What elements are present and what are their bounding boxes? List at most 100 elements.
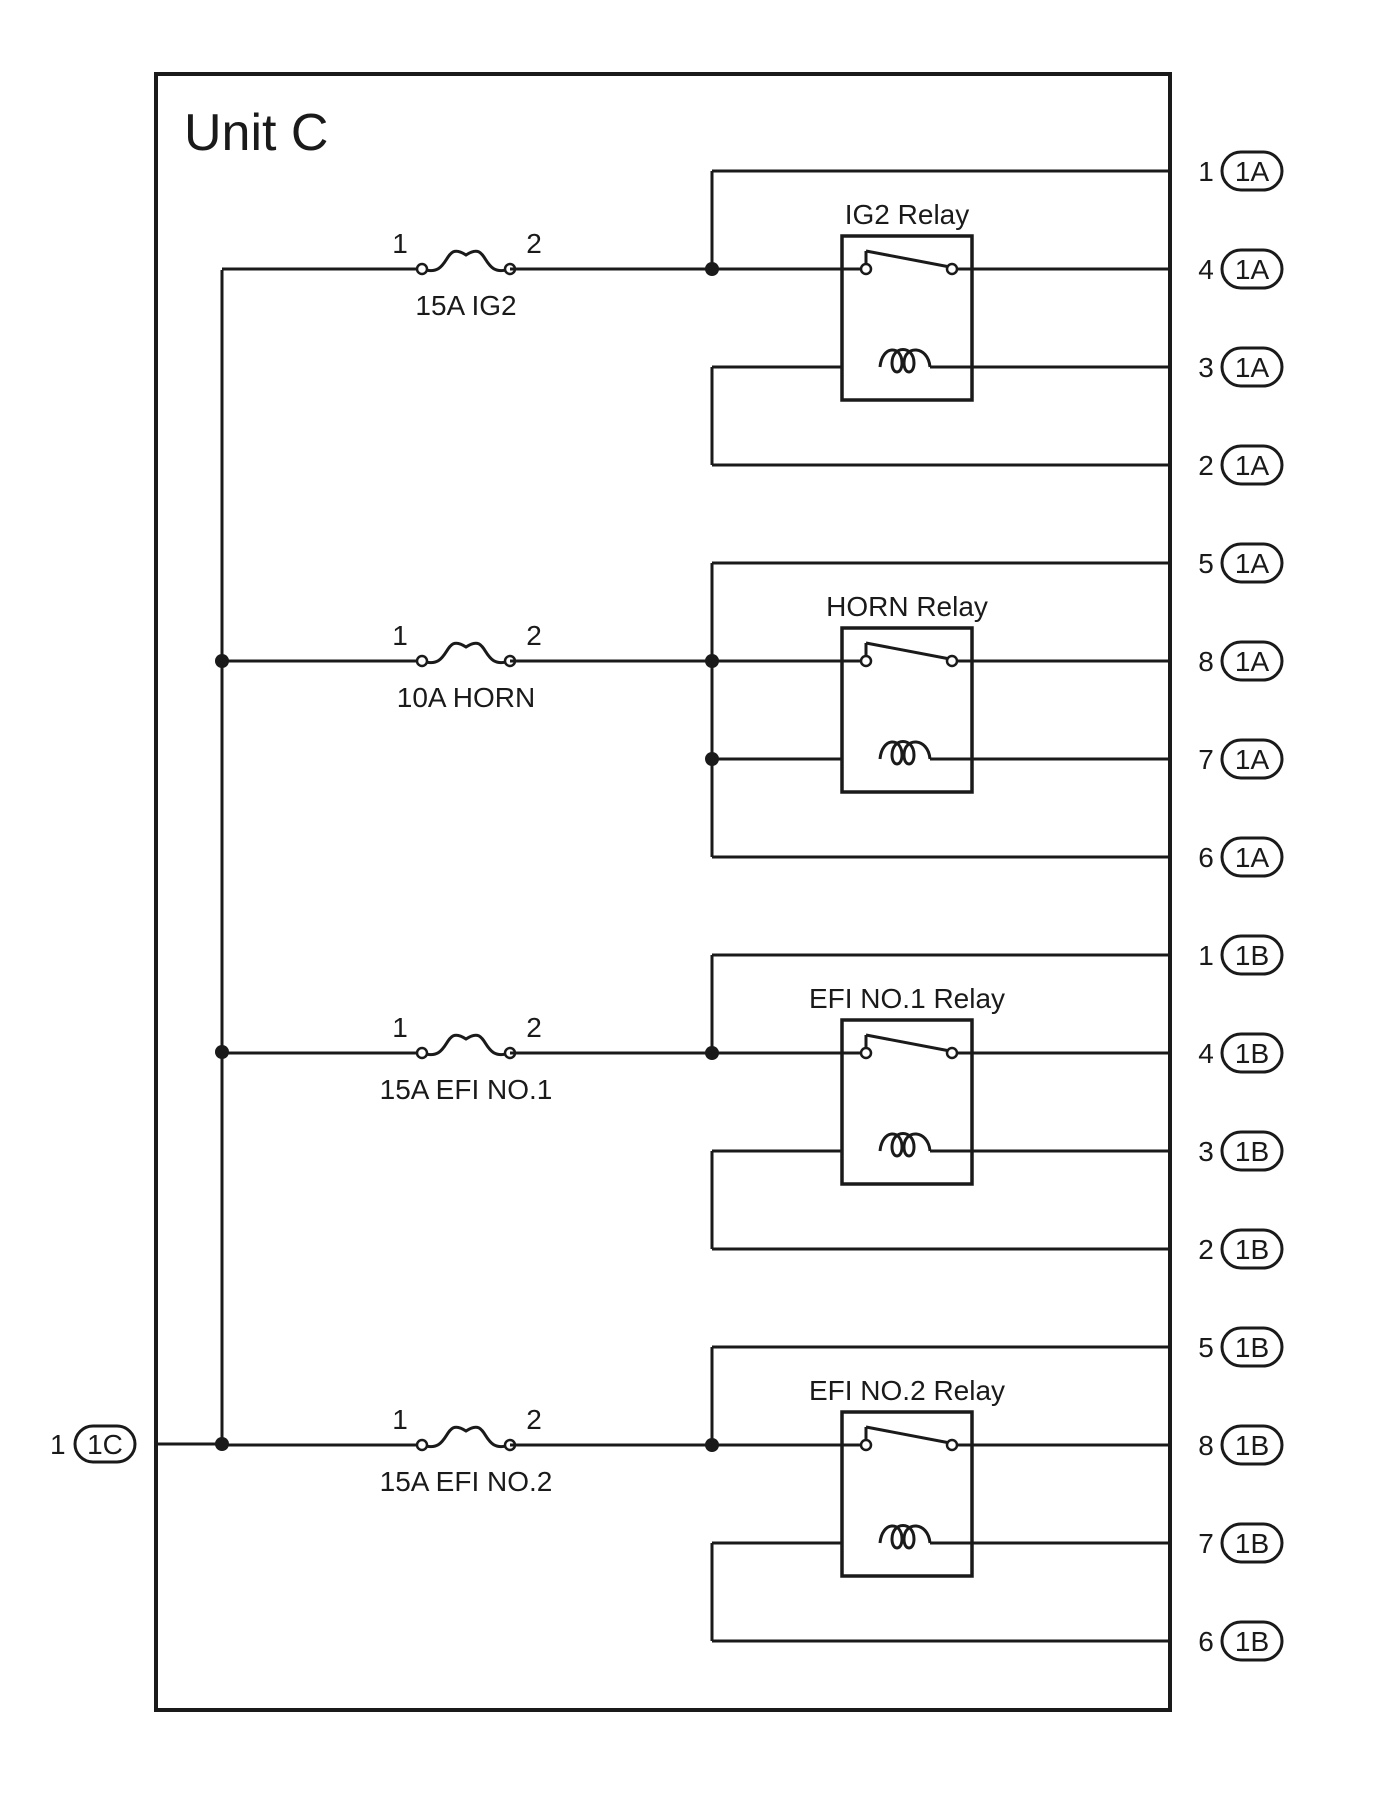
terminal-connector-label: 1A <box>1235 744 1270 775</box>
fuse-contact-in <box>415 1046 429 1060</box>
fuse-label: 15A EFI NO.2 <box>380 1466 553 1497</box>
relay-box <box>840 1410 974 1578</box>
coil-icon <box>878 1524 932 1550</box>
terminal-connector <box>1220 836 1284 878</box>
terminal-connector <box>1220 1424 1284 1466</box>
terminal-connector <box>1220 640 1284 682</box>
unit-box <box>154 72 1172 1712</box>
terminal-connector-label: 1B <box>1235 1626 1269 1657</box>
terminal-pin: 7 <box>1198 1528 1214 1559</box>
terminal-connector-label: 1A <box>1235 548 1270 579</box>
fuse-contact-in <box>415 1438 429 1452</box>
fuse-icon <box>421 1425 511 1449</box>
terminal-connector <box>1220 1326 1284 1368</box>
circuit-efi-no2: 1 2 15A EFI NO.2 EFI NO.2 Relay 5 1B 8 1B 7 1B 6 1B <box>222 1326 1284 1662</box>
fuse-pin-out: 2 <box>526 228 542 259</box>
terminal-pin: 1 <box>1198 156 1214 187</box>
terminal-connector <box>1220 1228 1284 1270</box>
fuse-contact-in <box>415 262 429 276</box>
terminal-pin: 5 <box>1198 1332 1214 1363</box>
terminal-pin: 4 <box>1198 1038 1214 1069</box>
switch-blade-icon <box>865 1033 951 1053</box>
fuse-pin-in: 1 <box>392 1404 408 1435</box>
terminal-pin: 1 <box>1198 940 1214 971</box>
switch-contact-out <box>945 1438 959 1452</box>
terminal-connector-label: 1B <box>1235 1430 1269 1461</box>
terminal-connector <box>1220 1032 1284 1074</box>
fuse-pin-out: 2 <box>526 1012 542 1043</box>
terminal-connector-label: 1A <box>1235 254 1270 285</box>
terminal-pin: 5 <box>1198 548 1214 579</box>
fuse-label: 10A HORN <box>397 682 536 713</box>
terminal-connector <box>1220 150 1284 192</box>
terminal-connector <box>1220 346 1284 388</box>
terminal-pin: 6 <box>1198 842 1214 873</box>
relay-label: IG2 Relay <box>845 199 970 230</box>
terminal-pin: 2 <box>1198 1234 1214 1265</box>
terminal-connector-label: 1B <box>1235 1234 1269 1265</box>
terminal-connector-label: 1A <box>1235 352 1270 383</box>
input-connector-label: 1C <box>87 1429 123 1460</box>
terminal-pin: 4 <box>1198 254 1214 285</box>
fuse-label: 15A IG2 <box>415 290 516 321</box>
terminal-connector <box>1220 248 1284 290</box>
fuse-icon <box>421 1033 511 1057</box>
unit-title: Unit C <box>184 104 328 162</box>
switch-blade-icon <box>865 249 951 269</box>
relay-label: EFI NO.2 Relay <box>809 1375 1005 1406</box>
switch-contact-in <box>859 1438 873 1452</box>
fuse-pin-in: 1 <box>392 228 408 259</box>
circuit-ig2: 1 2 15A IG2 IG2 Relay 1 1A 4 1A 3 1A 2 1A <box>222 150 1284 486</box>
input-connector <box>73 1424 137 1464</box>
input-pin: 1 <box>50 1429 66 1460</box>
terminal-connector-label: 1B <box>1235 940 1269 971</box>
terminal-connector-label: 1B <box>1235 1528 1269 1559</box>
terminal-connector <box>1220 542 1284 584</box>
terminal-connector <box>1220 1130 1284 1172</box>
switch-contact-in <box>859 1046 873 1060</box>
switch-contact-out <box>945 654 959 668</box>
coil-icon <box>878 740 932 766</box>
fuse-pin-out: 2 <box>526 1404 542 1435</box>
relay-box <box>840 1018 974 1186</box>
coil-icon <box>878 348 932 374</box>
terminal-connector-label: 1B <box>1235 1038 1269 1069</box>
fuse-label: 15A EFI NO.1 <box>380 1074 553 1105</box>
terminal-pin: 8 <box>1198 1430 1214 1461</box>
terminal-pin: 6 <box>1198 1626 1214 1657</box>
fuse-pin-out: 2 <box>526 620 542 651</box>
switch-blade-icon <box>865 641 951 661</box>
relay-box <box>840 234 974 402</box>
fuse-pin-in: 1 <box>392 1012 408 1043</box>
terminal-connector-label: 1A <box>1235 450 1270 481</box>
fuse-icon <box>421 641 511 665</box>
terminal-connector <box>1220 1620 1284 1662</box>
terminal-pin: 7 <box>1198 744 1214 775</box>
switch-contact-in <box>859 654 873 668</box>
relay-box <box>840 626 974 794</box>
fuse-contact-in <box>415 654 429 668</box>
terminal-pin: 2 <box>1198 450 1214 481</box>
coil-icon <box>878 1132 932 1158</box>
terminal-connector <box>1220 934 1284 976</box>
terminal-pin: 8 <box>1198 646 1214 677</box>
switch-contact-in <box>859 262 873 276</box>
terminal-connector <box>1220 1522 1284 1564</box>
terminal-connector-label: 1B <box>1235 1332 1269 1363</box>
switch-blade-icon <box>865 1425 951 1445</box>
switch-contact-out <box>945 262 959 276</box>
terminal-pin: 3 <box>1198 352 1214 383</box>
terminal-connector <box>1220 738 1284 780</box>
relay-label: EFI NO.1 Relay <box>809 983 1005 1014</box>
terminal-connector-label: 1B <box>1235 1136 1269 1167</box>
terminal-connector <box>1220 444 1284 486</box>
terminal-connector-label: 1A <box>1235 156 1270 187</box>
relay-label: HORN Relay <box>826 591 988 622</box>
fuse-pin-in: 1 <box>392 620 408 651</box>
terminal-pin: 3 <box>1198 1136 1214 1167</box>
fuse-icon <box>421 249 511 273</box>
switch-contact-out <box>945 1046 959 1060</box>
terminal-connector-label: 1A <box>1235 842 1270 873</box>
